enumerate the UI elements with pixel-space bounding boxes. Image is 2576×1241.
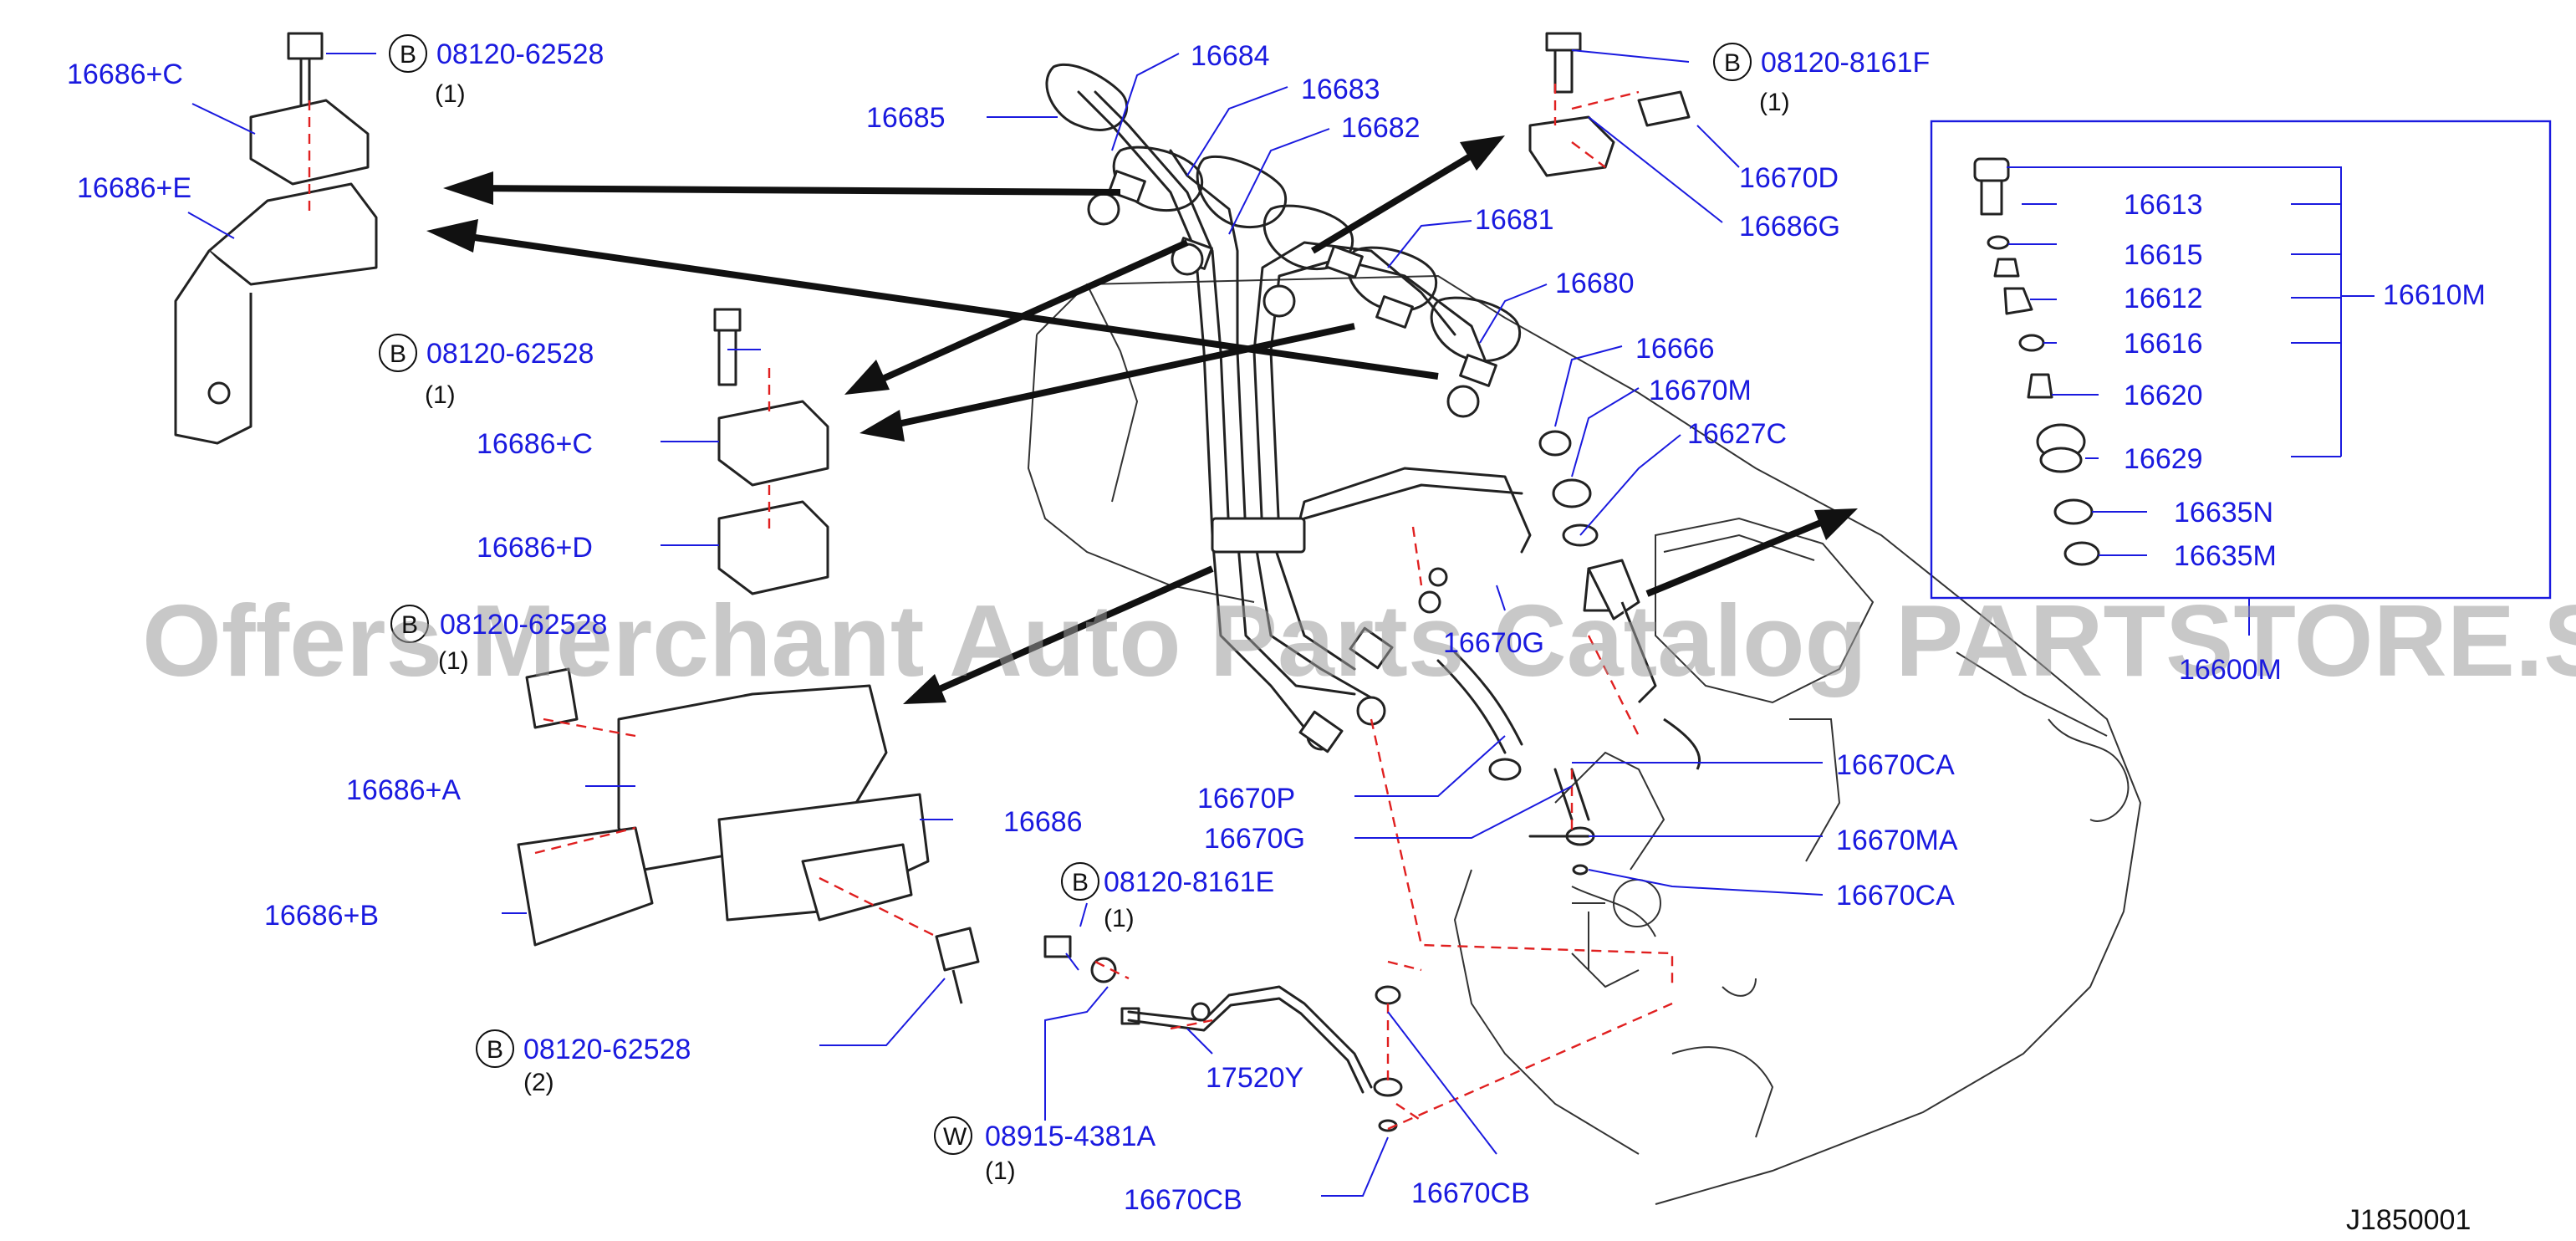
arrow-head-4: [860, 410, 905, 442]
kit-item-label[interactable]: 16620: [2124, 380, 2203, 411]
part-label-16670CA-2[interactable]: 16670CA: [1836, 880, 1955, 912]
arrow-head-2: [426, 219, 478, 253]
injector-16600M: [1587, 559, 1701, 770]
bolt-b2-qty: (1): [1759, 89, 1790, 116]
bolt-b1-number[interactable]: 08120-62528: [436, 38, 604, 70]
arrow-head-5: [903, 674, 946, 704]
engine-block-outline: [1027, 274, 2142, 1205]
bolt-b6-number[interactable]: 08120-62528: [523, 1034, 691, 1065]
bolt-b3-symbol: B: [390, 340, 406, 368]
part-label-16680[interactable]: 16680: [1555, 268, 1635, 299]
part-label-16670D[interactable]: 16670D: [1739, 162, 1839, 194]
part-label-16682[interactable]: 16682: [1341, 112, 1421, 144]
part-label-16686B[interactable]: 16686+B: [264, 900, 379, 932]
alignment-lines: [308, 84, 1674, 1131]
detail-arrows: [426, 135, 1858, 704]
part-label-16686[interactable]: 16686: [1003, 806, 1083, 838]
kit-item-label[interactable]: 16612: [2124, 283, 2203, 314]
kit-item-labels: 16613 16615 16612 16616 16620 16629 1663…: [2124, 189, 2486, 572]
part-label-16670CA-1[interactable]: 16670CA: [1836, 749, 1955, 781]
arrow-head-7: [1814, 508, 1858, 540]
washer-w1-symbol: W: [943, 1123, 967, 1151]
bolt-b3-qty: (1): [425, 381, 456, 409]
return-line: [1436, 651, 1595, 876]
bracket-16686E: [174, 32, 378, 445]
bolt-b1-qty: (1): [435, 80, 466, 108]
bolt-callouts: B 08120-62528 (1) B 08120-8161F (1) B 08…: [390, 38, 1930, 1185]
washer-w1-qty: (1): [985, 1157, 1016, 1185]
part-label-16670MA[interactable]: 16670MA: [1836, 825, 1958, 856]
part-label-16666[interactable]: 16666: [1635, 333, 1715, 365]
part-number-labels: 16686+C 16686+E 16685 16684 16683 16682 …: [67, 40, 2282, 1216]
part-label-16627C[interactable]: 16627C: [1687, 418, 1787, 450]
arrow-head-3: [844, 360, 890, 395]
bolt-b2-symbol: B: [1724, 49, 1741, 77]
clamp-blocks-16686A-B: [517, 667, 980, 1004]
kit-item-label[interactable]: 16615: [2124, 239, 2203, 271]
tube-clamps: [1087, 170, 1497, 753]
kit-item-label[interactable]: 16616: [2124, 328, 2203, 360]
part-label-17520Y[interactable]: 17520Y: [1206, 1062, 1303, 1094]
part-label-16670CB-2[interactable]: 16670CB: [1411, 1177, 1530, 1209]
bolt-b1-symbol: B: [400, 41, 416, 69]
kit-item-label[interactable]: 16635N: [2174, 497, 2273, 529]
bolt-b4-symbol: B: [401, 611, 418, 639]
injector-kit-box: [1930, 120, 2552, 636]
bolt-b5-symbol: B: [1072, 869, 1089, 896]
part-label-16683[interactable]: 16683: [1301, 74, 1380, 105]
part-label-16670P[interactable]: 16670P: [1197, 783, 1295, 815]
kit-item-label[interactable]: 16629: [2124, 443, 2203, 475]
washer-w1-number[interactable]: 08915-4381A: [985, 1121, 1156, 1152]
part-label-16685[interactable]: 16685: [866, 102, 946, 134]
clamp-16686G: [1528, 32, 1691, 177]
part-label-16681[interactable]: 16681: [1475, 204, 1554, 236]
part-label-16686C-mid[interactable]: 16686+C: [477, 428, 593, 460]
part-label-16686G[interactable]: 16686G: [1739, 211, 1840, 243]
bolt-b6-qty: (2): [523, 1069, 554, 1096]
part-label-16686D[interactable]: 16686+D: [477, 532, 593, 564]
bolt-b2-number[interactable]: 08120-8161F: [1761, 47, 1930, 79]
kit-item-label[interactable]: 16635M: [2174, 540, 2277, 572]
kit-item-label[interactable]: 16613: [2124, 189, 2203, 221]
arrow-head-1: [443, 171, 493, 205]
part-label-16670G[interactable]: 16670G: [1204, 823, 1305, 855]
callout-circles: [379, 34, 1752, 1155]
kit-assembly-label[interactable]: 16610M: [2383, 279, 2486, 311]
bolt-b4-qty: (1): [438, 647, 469, 675]
bolt-b4-number[interactable]: 08120-62528: [440, 609, 607, 641]
watermark-text: Offers Merchant Auto Parts Catalog PARTS…: [142, 584, 2576, 697]
part-label-16686A[interactable]: 16686+A: [346, 774, 461, 806]
clamp-16686C-mid: [713, 308, 829, 595]
part-label-16686E[interactable]: 16686+E: [77, 172, 191, 204]
bolt-b5-qty: (1): [1104, 905, 1135, 932]
bolt-b6-symbol: B: [487, 1036, 503, 1064]
injector-loops: [1045, 63, 1522, 362]
part-label-16686C-top[interactable]: 16686+C: [67, 59, 183, 90]
part-label-16670M[interactable]: 16670M: [1649, 375, 1752, 406]
bolt-b3-number[interactable]: 08120-62528: [426, 338, 594, 370]
diagram-reference: J1850001: [2346, 1204, 2471, 1236]
pipe-17520Y: [1043, 935, 1403, 1132]
bolt-b5-number[interactable]: 08120-8161E: [1104, 866, 1274, 898]
part-label-16684[interactable]: 16684: [1191, 40, 1270, 72]
leader-lines: [187, 49, 1824, 1197]
part-label-16670G-top[interactable]: 16670G: [1443, 627, 1544, 659]
part-label-16600M[interactable]: 16600M: [2179, 654, 2282, 686]
part-label-16670CB-1[interactable]: 16670CB: [1124, 1184, 1242, 1216]
arrow-head-6: [1460, 135, 1505, 171]
